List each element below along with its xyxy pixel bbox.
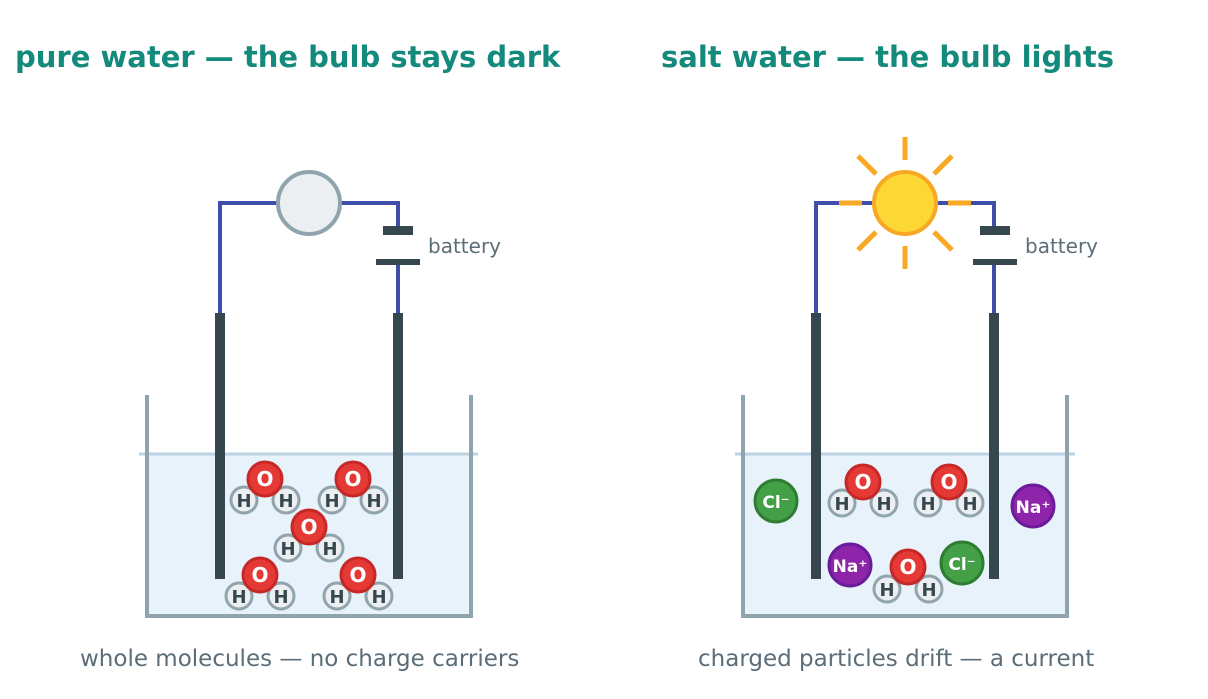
right-water (745, 454, 1065, 614)
water-molecule: H H O (273, 508, 345, 563)
right-electrode (393, 313, 403, 579)
right-battery-symbol (973, 226, 1017, 265)
left-panel-title: pure water — the bulb stays dark (15, 40, 561, 74)
hydrogen-atom: H (278, 491, 293, 512)
left-beaker (145, 395, 473, 618)
oxygen-atom: O (854, 470, 871, 494)
left-battery-label: battery (428, 234, 501, 258)
chloride-ion-label: Cl⁻ (762, 493, 789, 513)
hydrogen-atom: H (962, 494, 977, 515)
water-molecule: H H O (827, 463, 899, 518)
water-molecule: H H O (317, 460, 389, 515)
hydrogen-atom: H (834, 494, 849, 515)
right-particles: Cl⁻ H H O H H O Na⁺ Na⁺ (753, 463, 1056, 604)
left-electrode (215, 313, 225, 579)
left-bulb-off (276, 170, 342, 236)
hydrogen-atom: H (366, 491, 381, 512)
water-molecule: H H O (872, 548, 944, 604)
oxygen-atom: O (899, 555, 916, 579)
sodium-ion: Na⁺ (827, 542, 873, 588)
hydrogen-atom: H (879, 580, 894, 601)
sodium-ion-label: Na⁺ (833, 557, 868, 577)
hydrogen-atom: H (324, 491, 339, 512)
right-panel-caption: charged particles drift — a current (698, 646, 1095, 672)
hydrogen-atom: H (280, 539, 295, 560)
water-molecule: H H O (322, 556, 394, 611)
water-molecule: H H O (913, 463, 985, 518)
oxygen-atom: O (300, 515, 317, 539)
right-beaker (741, 395, 1069, 618)
right-electrode (989, 313, 999, 579)
chloride-ion: Cl⁻ (939, 540, 985, 586)
hydrogen-atom: H (322, 539, 337, 560)
left-electrode (811, 313, 821, 579)
sodium-ion-label: Na⁺ (1016, 498, 1051, 518)
hydrogen-atom: H (329, 587, 344, 608)
water-molecule: H H O (229, 460, 301, 515)
hydrogen-atom: H (920, 494, 935, 515)
chloride-ion-label: Cl⁻ (948, 555, 975, 575)
water-molecule: H H O (224, 556, 296, 611)
oxygen-atom: O (349, 563, 366, 587)
oxygen-atom: O (940, 470, 957, 494)
hydrogen-atom: H (236, 491, 251, 512)
oxygen-atom: O (256, 467, 273, 491)
oxygen-atom: O (251, 563, 268, 587)
hydrogen-atom: H (876, 494, 891, 515)
right-bulb-lit (872, 170, 938, 236)
right-battery-label: battery (1025, 234, 1098, 258)
hydrogen-atom: H (371, 587, 386, 608)
left-wire (218, 201, 400, 315)
hydrogen-atom: H (273, 587, 288, 608)
left-circuit: battery (139, 170, 501, 618)
bulb-rays (839, 137, 971, 269)
left-water-molecules: H H O H H O H H O H H (224, 460, 394, 611)
hydrogen-atom: H (921, 580, 936, 601)
oxygen-atom: O (344, 467, 361, 491)
right-circuit: battery (735, 137, 1098, 618)
left-battery-symbol (376, 226, 420, 265)
sodium-ion: Na⁺ (1010, 483, 1056, 529)
chloride-ion: Cl⁻ (753, 478, 799, 524)
right-panel-title: salt water — the bulb lights (661, 40, 1114, 74)
left-panel-caption: whole molecules — no charge carriers (80, 646, 520, 672)
hydrogen-atom: H (231, 587, 246, 608)
